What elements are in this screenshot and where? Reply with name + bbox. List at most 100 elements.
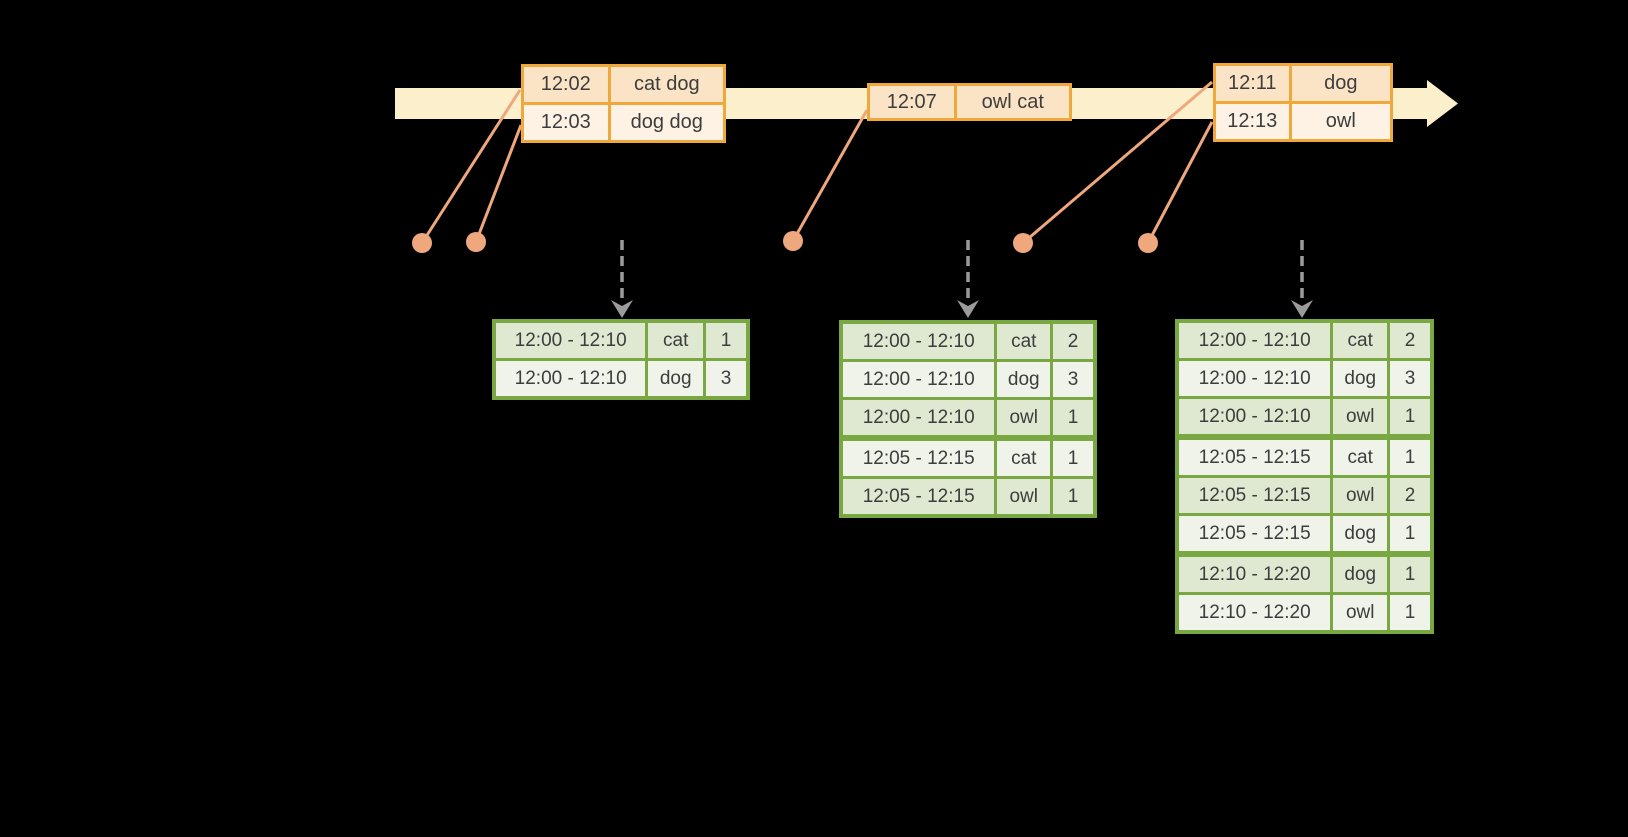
windowed-count-cell: 3 — [703, 358, 750, 400]
event-time-dot — [466, 232, 486, 252]
input-batch-cell: 12:11 — [1213, 63, 1292, 104]
windowed-count-cell: dog — [1330, 358, 1391, 399]
windowed-count-cell: 1 — [1387, 513, 1434, 556]
windowed-count-cell: 12:00 - 12:10 — [1175, 358, 1334, 399]
windowed-count-cell: owl — [994, 476, 1054, 518]
windowed-count-cell: 12:00 - 12:10 — [839, 359, 998, 400]
input-batch-cell: dog — [1288, 63, 1394, 104]
windowed-count-cell: 12:05 - 12:15 — [1175, 475, 1334, 516]
windowed-count-cell: cat — [1330, 434, 1391, 478]
trigger-arrow — [1291, 240, 1313, 318]
windowed-count-cell: 2 — [1387, 319, 1434, 361]
input-batch-cell: 12:07 — [867, 83, 957, 121]
input-batch-cell: 12:02 — [521, 64, 611, 105]
trigger-arrow-head — [957, 300, 979, 318]
event-time-dots — [412, 231, 1158, 253]
windowed-count-cell: 12:05 - 12:15 — [1175, 513, 1334, 556]
windowed-count-cell: 12:00 - 12:10 — [1175, 396, 1334, 439]
windowed-count-cell: owl — [1330, 475, 1391, 516]
windowed-count-cell: 12:00 - 12:10 — [839, 320, 998, 362]
windowed-count-cell: owl — [1330, 592, 1391, 634]
windowed-count-cell: dog — [994, 359, 1054, 400]
input-batch-cell: owl — [1288, 101, 1394, 142]
windowed-count-cell: 2 — [1387, 475, 1434, 516]
trigger-arrow — [957, 240, 979, 318]
input-batch-cell: dog dog — [607, 102, 727, 143]
windowed-count-cell: 12:00 - 12:10 — [1175, 319, 1334, 361]
windowed-count-cell: 12:05 - 12:15 — [1175, 434, 1334, 478]
windowed-count-cell: 12:00 - 12:10 — [839, 397, 998, 440]
windowed-count-cell: 12:00 - 12:10 — [492, 358, 649, 400]
trigger-arrow-head — [611, 300, 633, 318]
windowed-count-cell: 1 — [1050, 476, 1097, 518]
windowed-count-cell: 1 — [1387, 551, 1434, 595]
trigger-arrows — [611, 240, 1313, 318]
windowed-count-cell: cat — [645, 319, 707, 361]
windowed-count-cell: cat — [1330, 319, 1391, 361]
event-leader-lines — [420, 80, 1214, 245]
input-batch-cell: cat dog — [607, 64, 727, 105]
event-leader-line — [791, 109, 869, 242]
windowed-count-cell: 1 — [1050, 397, 1097, 440]
windowed-count-cell: 12:10 - 12:20 — [1175, 592, 1334, 634]
windowed-count-cell: 1 — [1387, 592, 1434, 634]
event-time-dot — [783, 231, 803, 251]
event-time-dot — [1138, 233, 1158, 253]
windowed-count-cell: 12:05 - 12:15 — [839, 435, 998, 479]
event-leader-line — [474, 124, 523, 243]
windowed-count-cell: dog — [645, 358, 707, 400]
windowed-count-cell: cat — [994, 320, 1054, 362]
windowed-count-cell: 1 — [1387, 434, 1434, 478]
event-time-dot — [412, 233, 432, 253]
input-batch-cell: 12:13 — [1213, 101, 1292, 142]
windowed-count-cell: 2 — [1050, 320, 1097, 362]
windowed-count-cell: 1 — [1050, 435, 1097, 479]
windowed-count-cell: 1 — [703, 319, 750, 361]
event-leader-line — [1146, 121, 1214, 244]
windowed-count-cell: owl — [994, 397, 1054, 440]
windowed-count-cell: 1 — [1387, 396, 1434, 439]
event-leader-line — [420, 89, 522, 244]
trigger-arrow-head — [1291, 300, 1313, 318]
timeline-arrowhead — [1427, 80, 1458, 127]
event-leader-line — [1022, 80, 1213, 245]
windowed-count-cell: 12:10 - 12:20 — [1175, 551, 1334, 595]
event-time-dot — [1013, 233, 1033, 253]
windowed-count-cell: 12:05 - 12:15 — [839, 476, 998, 518]
trigger-arrow — [611, 240, 633, 318]
windowed-count-cell: 12:00 - 12:10 — [492, 319, 649, 361]
windowed-count-cell: dog — [1330, 513, 1391, 556]
input-batch-cell: 12:03 — [521, 102, 611, 143]
windowed-count-cell: owl — [1330, 396, 1391, 439]
windowed-count-cell: dog — [1330, 551, 1391, 595]
windowed-count-cell: cat — [994, 435, 1054, 479]
input-batch-cell: owl cat — [953, 83, 1073, 121]
